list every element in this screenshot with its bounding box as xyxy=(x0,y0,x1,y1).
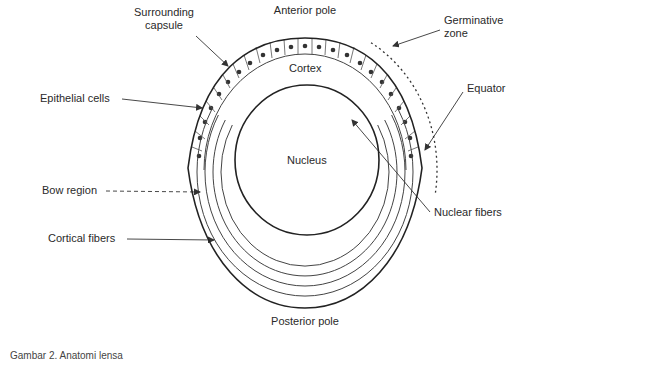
epithelial-cell-nuclei xyxy=(197,44,414,159)
part-label: Equator xyxy=(467,82,506,95)
nucleus-ellipse-line xyxy=(235,85,379,235)
figure-caption: Gambar 2. Anatomi lensa xyxy=(10,350,123,362)
lens-outline-line xyxy=(188,38,422,308)
pole-label: Anterior pole xyxy=(245,4,365,17)
lens-outline-shape xyxy=(188,38,422,308)
part-label: Nuclear fibers xyxy=(434,206,502,219)
structure-name: Cortex xyxy=(289,62,321,75)
part-label: Surrounding capsule xyxy=(124,6,204,32)
cortical-fiber-lines xyxy=(197,110,413,296)
leader-lines xyxy=(106,30,463,240)
part-label: Epithelial cells xyxy=(40,92,110,105)
pole-label: Posterior pole xyxy=(245,315,365,328)
germinative-zone-arc xyxy=(371,43,437,196)
part-label: Cortical fibers xyxy=(48,232,115,245)
lens-outline: CortexNucleus xyxy=(188,38,422,308)
structure-name: Nucleus xyxy=(287,154,327,167)
nucleus-ellipse: Nucleus xyxy=(235,85,379,235)
part-label: Bow region xyxy=(42,184,97,197)
part-label: Germinative zone xyxy=(444,14,524,40)
epithelium-boundary xyxy=(204,54,406,170)
epithelial-cell-walls xyxy=(192,38,418,151)
